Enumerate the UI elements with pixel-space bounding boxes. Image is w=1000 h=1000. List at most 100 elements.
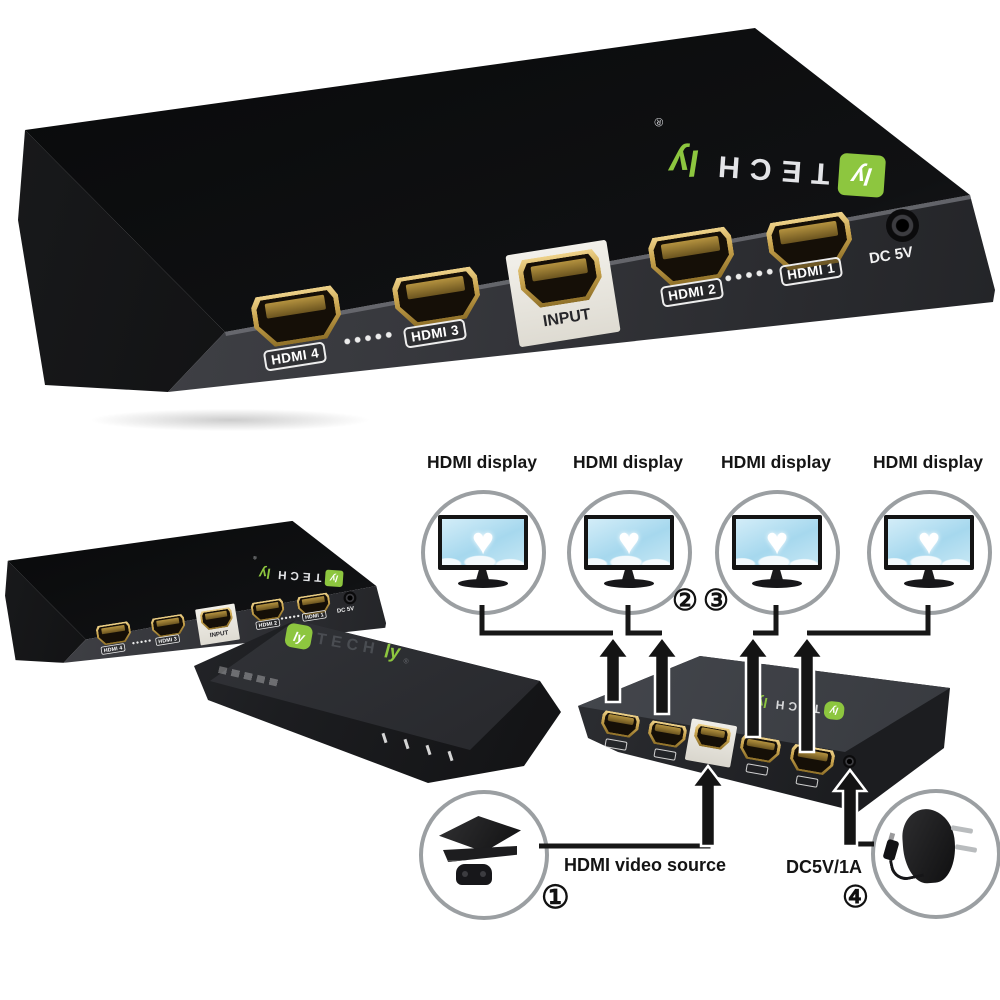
monitor-icon: ♥ bbox=[584, 515, 674, 570]
input-port-plate: INPUT bbox=[505, 239, 621, 348]
registered-mark: ® bbox=[402, 657, 410, 666]
hdmi-display-3: ♥ bbox=[715, 490, 840, 615]
hdmi-display-label-3: HDMI display bbox=[721, 452, 831, 472]
port-label-plate bbox=[653, 748, 677, 761]
techly-script: ly bbox=[668, 142, 701, 185]
led-indicator bbox=[447, 750, 454, 762]
hdmi-port-4 bbox=[95, 621, 132, 646]
power-spec-label: DC5V/1A bbox=[785, 857, 863, 877]
monitor-base bbox=[458, 579, 508, 588]
arrow-up-icon bbox=[643, 634, 681, 716]
port-pins bbox=[654, 724, 681, 735]
heart-icon: ♥ bbox=[617, 521, 641, 563]
gamepad-stick bbox=[480, 871, 486, 877]
arrow-up-icon bbox=[788, 634, 826, 754]
monitor-screen: ♥ bbox=[442, 519, 524, 565]
port-opening bbox=[603, 712, 638, 736]
techly-script: ly bbox=[258, 565, 272, 582]
hdmi-display-label-2: HDMI display bbox=[573, 452, 683, 472]
hdmi-input-port bbox=[692, 723, 731, 751]
hdmi-display-label-4: HDMI display bbox=[873, 452, 983, 472]
input-port-label: INPUT bbox=[541, 306, 592, 331]
monitor-screen: ♥ bbox=[588, 519, 670, 565]
hdmi-port-3 bbox=[391, 266, 484, 330]
hdmi-port-input bbox=[199, 607, 234, 631]
game-console-base bbox=[443, 846, 517, 862]
source-label: HDMI video source bbox=[563, 855, 727, 875]
dotted-separator bbox=[342, 329, 396, 347]
registered-mark: ® bbox=[253, 554, 257, 561]
splitter-photo-small: ly TECH ly ® HDMI 4 HDMI 3 INPUT HDMI 2 bbox=[0, 510, 388, 689]
monitor-icon: ♥ bbox=[732, 515, 822, 570]
led-indicator bbox=[403, 738, 410, 750]
hdmi-out-port-1 bbox=[788, 743, 836, 776]
heart-icon: ♥ bbox=[917, 521, 941, 563]
plug-pin bbox=[950, 825, 974, 834]
monitor-stand bbox=[770, 570, 783, 580]
techly-word: TECH bbox=[771, 697, 821, 717]
input-port-label: INPUT bbox=[209, 629, 229, 639]
input-port-plate bbox=[684, 718, 738, 768]
arrow-up-icon bbox=[594, 634, 632, 704]
monitor-base bbox=[904, 579, 954, 588]
techly-logo-top: ly TECH ly ® bbox=[627, 109, 888, 227]
techly-badge-text: ly bbox=[329, 573, 339, 584]
hdmi-out-port-4 bbox=[599, 710, 640, 739]
dc-power-jack bbox=[843, 755, 856, 768]
hdmi-port-4-label: HDMI 4 bbox=[262, 341, 328, 372]
techly-badge-icon: ly bbox=[324, 569, 344, 588]
port-pins bbox=[607, 714, 634, 725]
port-opening bbox=[650, 722, 685, 746]
heart-icon: ♥ bbox=[471, 521, 495, 563]
heart-icon: ♥ bbox=[765, 521, 789, 563]
dotted-separator bbox=[280, 614, 300, 621]
hdmi-port-input bbox=[516, 248, 605, 310]
registered-mark: ® bbox=[653, 114, 664, 130]
port-label-plate bbox=[604, 738, 628, 751]
monitor-stand bbox=[622, 570, 635, 580]
dotted-separator bbox=[723, 267, 775, 283]
techly-badge-icon: ly bbox=[837, 152, 887, 198]
hdmi-out-port-3 bbox=[646, 720, 687, 749]
monitor-base bbox=[604, 579, 654, 588]
port-opening bbox=[742, 736, 779, 762]
gamepad-stick bbox=[462, 871, 468, 877]
arrow-up-icon bbox=[689, 763, 727, 848]
techly-logo-diagram: ly TECH ly bbox=[755, 693, 846, 721]
hdmi-port-4 bbox=[249, 284, 344, 349]
techly-badge-text: ly bbox=[829, 704, 840, 717]
dc-power-label: DC 5V bbox=[336, 605, 355, 615]
port-pins bbox=[747, 738, 775, 750]
flow-arrows bbox=[594, 634, 869, 848]
input-port-plate: INPUT bbox=[195, 603, 241, 646]
hdmi-display-2: ♥ bbox=[567, 490, 692, 615]
monitor-icon: ♥ bbox=[438, 515, 528, 570]
port-pins bbox=[797, 748, 828, 761]
monitor-stand bbox=[476, 570, 489, 580]
monitor-screen: ♥ bbox=[736, 519, 818, 565]
hdmi-display-4: ♥ bbox=[867, 490, 992, 615]
hdmi-display-label-1: HDMI display bbox=[427, 452, 537, 472]
techly-badge-text: ly bbox=[849, 162, 874, 190]
arrow-up-icon bbox=[734, 634, 772, 739]
techly-logo-top: ly TECH ly ® bbox=[242, 553, 344, 599]
dc-power-jack bbox=[343, 591, 357, 605]
techly-script: ly bbox=[756, 694, 768, 711]
port-opening bbox=[791, 746, 832, 774]
led-indicator bbox=[381, 732, 388, 744]
cable-lines bbox=[479, 605, 931, 849]
techly-word: TECH bbox=[273, 567, 323, 585]
monitor-icon: ♥ bbox=[884, 515, 974, 570]
dc-power-label: DC 5V bbox=[867, 243, 915, 268]
monitor-base bbox=[752, 579, 802, 588]
plug-pin bbox=[954, 844, 978, 853]
techly-word: TECH bbox=[707, 148, 831, 191]
step-badge-4: ④ bbox=[842, 881, 869, 914]
port-opening bbox=[696, 726, 729, 749]
hdmi-out-port-2 bbox=[738, 734, 782, 765]
port-label-plate bbox=[745, 763, 769, 776]
port-label-plate bbox=[795, 775, 819, 788]
techly-badge-icon: ly bbox=[823, 700, 846, 721]
